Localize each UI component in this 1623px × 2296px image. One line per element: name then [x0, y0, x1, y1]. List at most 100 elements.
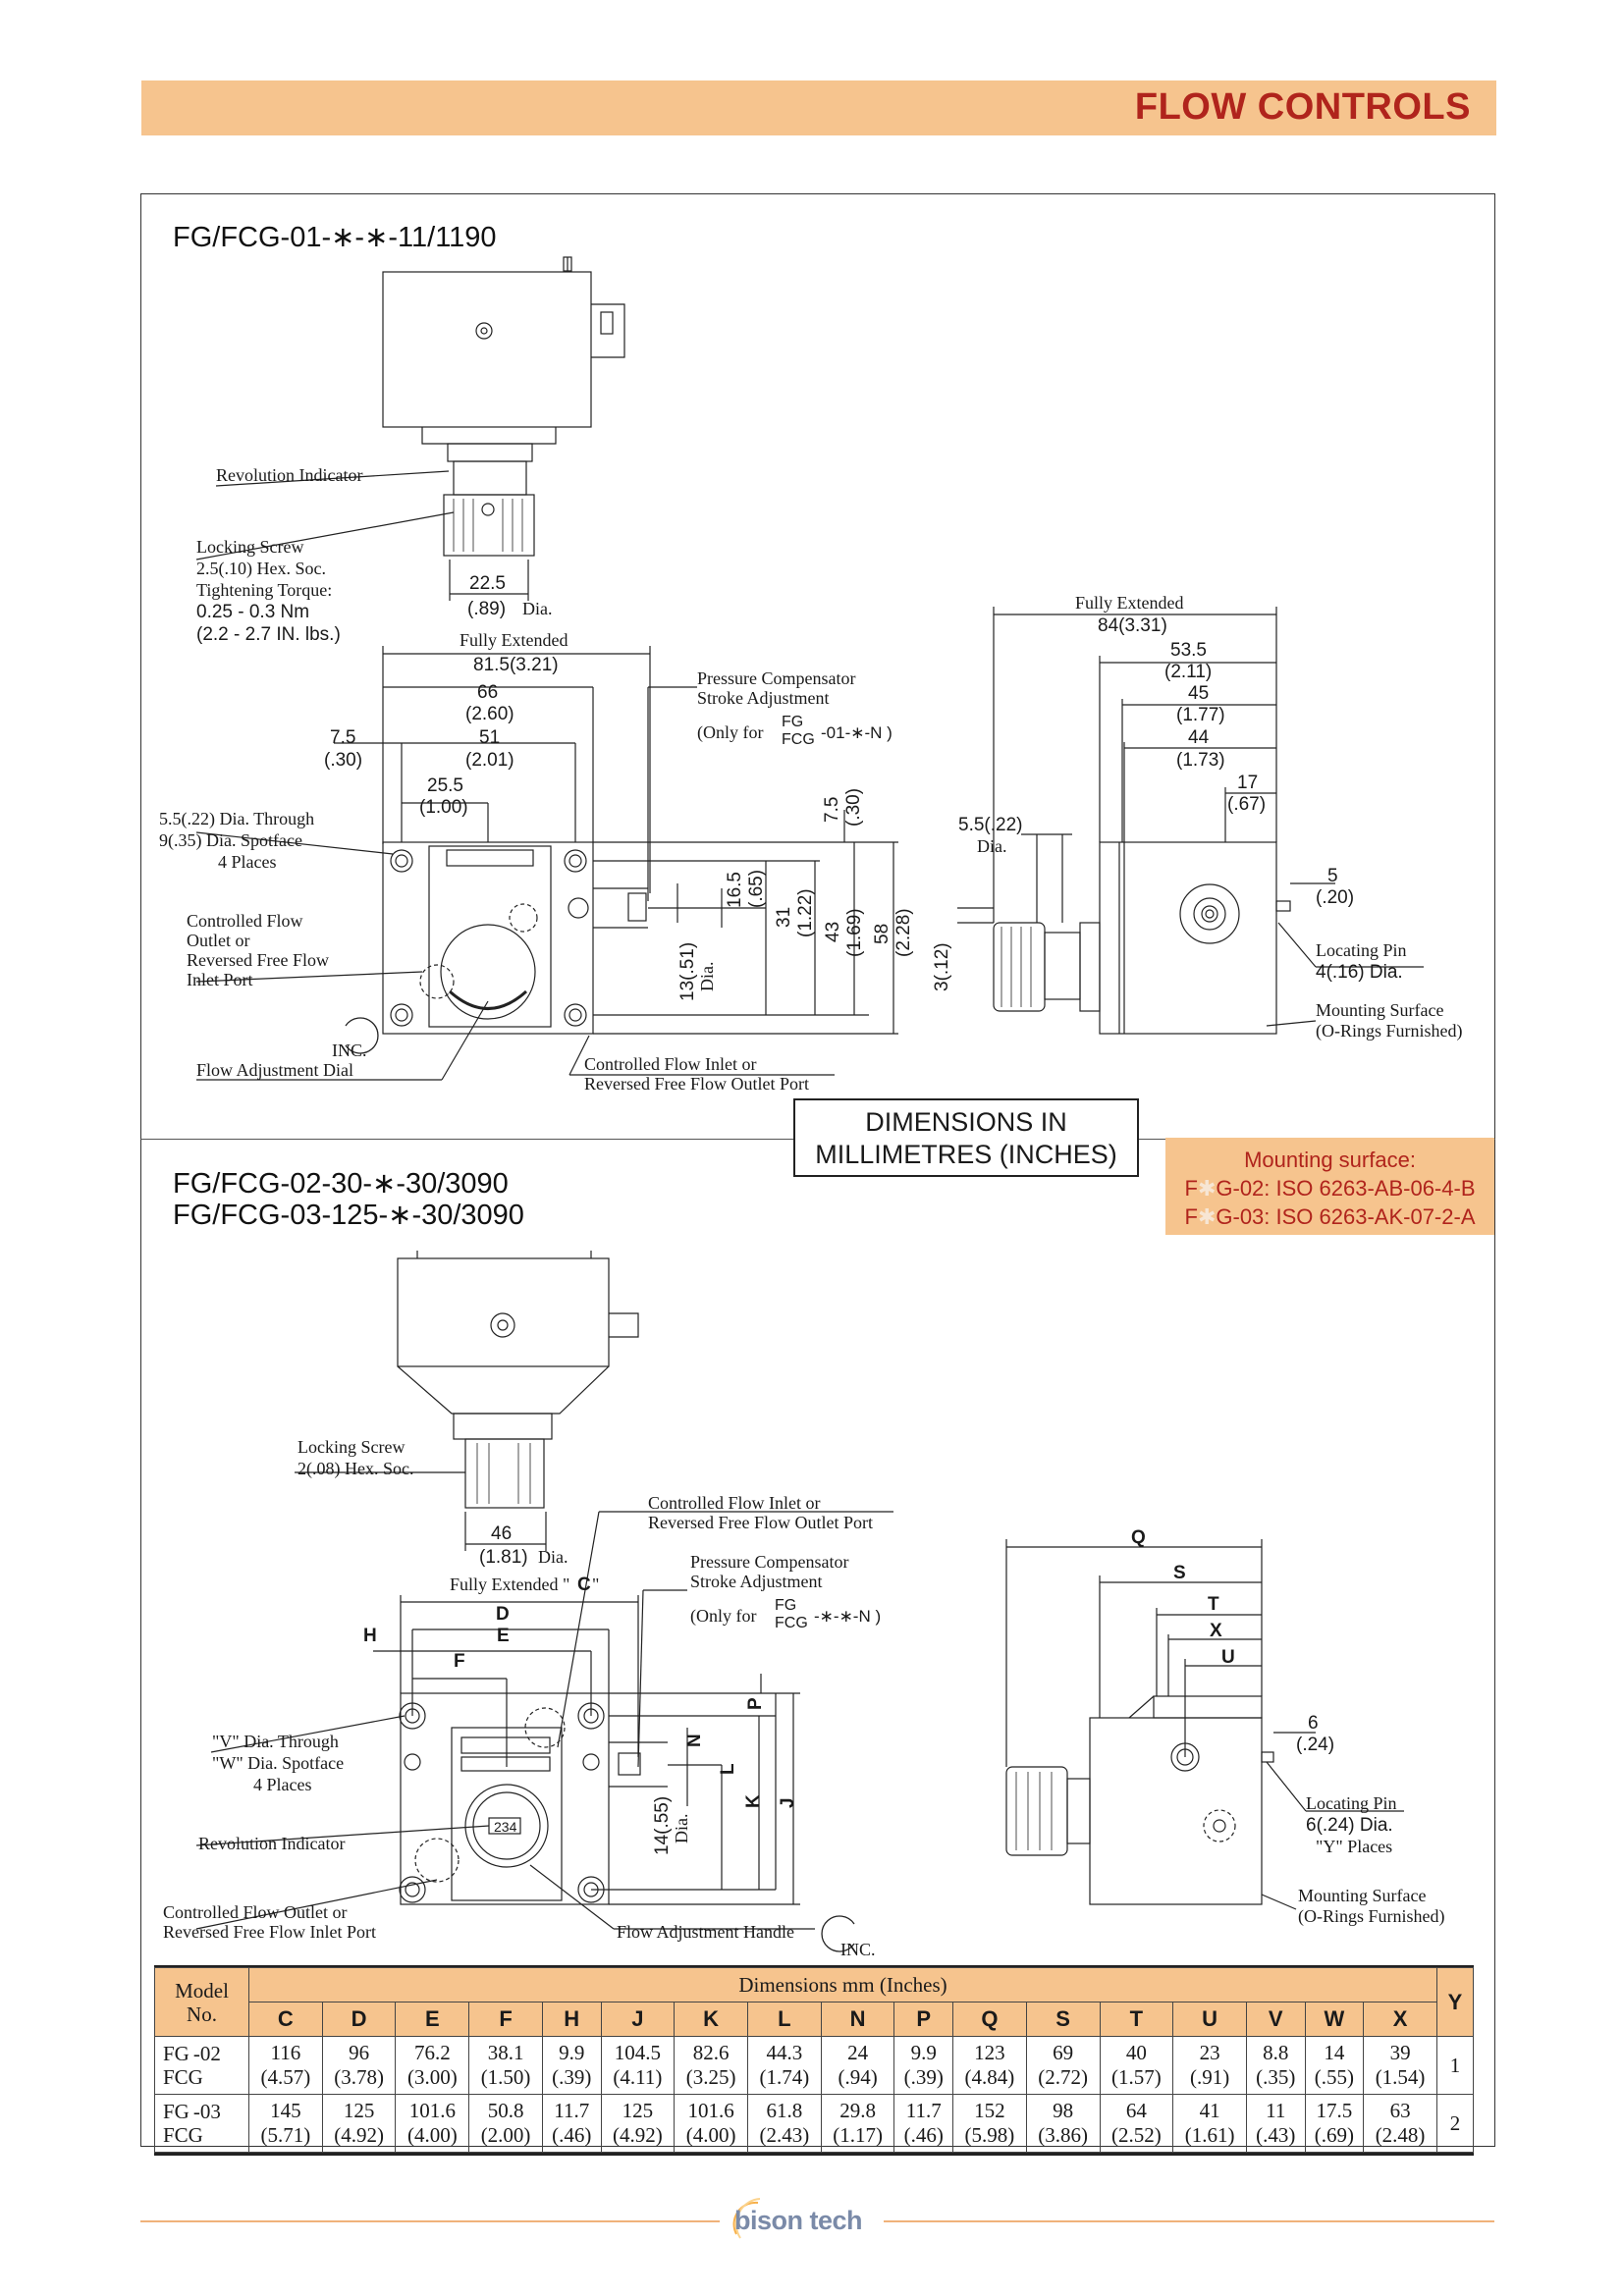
s2-orings: (O-Rings Furnished) — [1298, 1906, 1445, 1927]
s1-side-5-5: 5.5(.22) — [958, 815, 1022, 835]
s1-outlet-1: Controlled Flow — [187, 911, 303, 931]
s2-c: C — [577, 1575, 591, 1595]
table-bottom-rule — [154, 2153, 1474, 2156]
s2-fully-extended: Fully Extended " — [450, 1575, 569, 1594]
s1-pc-only: (Only for — [697, 722, 763, 743]
s1-inlet-2: Reversed Free Flow Outlet Port — [584, 1074, 809, 1094]
section2-model-2: FG/FCG-03-125-∗-30/3090 — [173, 1200, 524, 1231]
mounting-line-1-post: G-02: ISO 6263-AB-06-4-B — [1216, 1176, 1476, 1201]
cell-j: 125(4.92) — [600, 2094, 676, 2153]
s1-orings: (O-Rings Furnished) — [1316, 1021, 1463, 1041]
column-header-h: H — [541, 2002, 602, 2037]
s2-q: Q — [1131, 1527, 1146, 1548]
section1-model: FG/FCG-01-∗-∗-11/1190 — [173, 222, 497, 253]
section2-model-1: FG/FCG-02-30-∗-30/3090 — [173, 1168, 509, 1200]
s2-v-dia-1: "V" Dia. Through — [212, 1732, 339, 1751]
s1-knob-dia: 22.5 — [469, 573, 506, 594]
s1-v-13: 13(.51) — [677, 942, 698, 1001]
cell-t: 40(1.57) — [1099, 2036, 1174, 2095]
s1-side-44-in: (1.73) — [1176, 750, 1225, 771]
s1-pc-fg: FG — [782, 714, 803, 730]
cell-v: 11(.43) — [1245, 2094, 1306, 2153]
s1-v-58: 58 — [872, 924, 893, 944]
s2-pc-suffix: -∗-∗-N ) — [814, 1607, 881, 1626]
s1-label-torque: Tightening Torque: — [196, 580, 332, 600]
mounting-surface-box: Mounting surface: F✱G-02: ISO 6263-AB-06… — [1165, 1138, 1494, 1235]
s1-v-58-in: (2.28) — [893, 908, 914, 957]
mounting-line-1-pre: F — [1184, 1176, 1198, 1201]
cell-d: 96(3.78) — [321, 2036, 397, 2095]
s1-front-body — [382, 841, 594, 1035]
s1-label-locking-size: 2.5(.10) Hex. Soc. — [196, 559, 326, 579]
s2-t: T — [1208, 1594, 1219, 1615]
cell-u: 23(.91) — [1172, 2036, 1247, 2095]
cell-w: 14(.55) — [1304, 2036, 1365, 2095]
s1-side-17: 17 — [1237, 773, 1258, 793]
cell-v: 8.8(.35) — [1245, 2036, 1306, 2095]
s2-front-body — [400, 1692, 610, 1905]
s2-d6: 6 — [1308, 1713, 1319, 1734]
cell-f: 38.1(1.50) — [468, 2036, 543, 2095]
s1-dim-7-5: 7.5 — [330, 727, 355, 748]
column-header-u: U — [1172, 2002, 1247, 2037]
cell-c: 145(5.71) — [248, 2094, 323, 2153]
s1-v-43: 43 — [823, 922, 843, 942]
s1-side-body — [1099, 841, 1277, 1035]
column-header-n: N — [820, 2002, 895, 2037]
column-header-v: V — [1245, 2002, 1306, 2037]
s1-dim-7-5-in: (.30) — [324, 750, 362, 771]
dimensions-note-line1: DIMENSIONS IN — [865, 1107, 1067, 1137]
mounting-line-2: F✱G-03: ISO 6263-AK-07-2-A — [1165, 1202, 1494, 1231]
cell-h: 11.7(.46) — [541, 2094, 602, 2153]
s1-flow-dial: Flow Adjustment Dial — [196, 1060, 353, 1080]
s1-label-locking-screw: Locking Screw — [196, 537, 303, 557]
cell-n: 29.8(1.17) — [820, 2094, 895, 2153]
s1-v-31: 31 — [774, 907, 794, 928]
cell-w: 17.5(.69) — [1304, 2094, 1365, 2153]
s2-locating-pin: Locating Pin — [1306, 1793, 1397, 1813]
s1-dim-25-5-in: (1.00) — [419, 797, 468, 818]
s1-label-rev-indicator: Revolution Indicator — [216, 465, 362, 485]
s1-label-torque-lbs: (2.2 - 2.7 IN. lbs.) — [196, 624, 341, 645]
cell-x: 39(1.54) — [1363, 2036, 1437, 2095]
s2-rev-indicator: Revolution Indicator — [198, 1834, 345, 1853]
s2-pc-2: Stroke Adjustment — [690, 1572, 823, 1591]
s1-knob-dia-label: Dia. — [522, 599, 553, 618]
cell-k: 101.6(4.00) — [674, 2094, 748, 2153]
s2-inc: INC. — [840, 1940, 876, 1959]
s1-outlet-4: Inlet Port — [187, 970, 253, 989]
s2-side-body — [1089, 1717, 1263, 1905]
s2-outlet-2: Reversed Free Flow Inlet Port — [163, 1922, 376, 1942]
s1-inc: INC. — [332, 1041, 367, 1060]
s1-pc-1: Pressure Compensator — [697, 668, 855, 688]
s1-top-body — [382, 271, 592, 428]
s2-d6-in: (.24) — [1296, 1735, 1334, 1755]
column-header-p: P — [893, 2002, 954, 2037]
footer-logo: bison tech — [734, 2206, 863, 2235]
s1-side-17-in: (.67) — [1227, 794, 1266, 815]
s1-side-full-ext: Fully Extended — [1075, 593, 1184, 613]
mounting-title: Mounting surface: — [1244, 1148, 1416, 1172]
s1-side-84: 84(3.31) — [1098, 615, 1167, 636]
s2-flow-handle: Flow Adjustment Handle — [617, 1922, 794, 1942]
s1-outlet-3: Reversed Free Flow — [187, 950, 329, 970]
s2-pc-1: Pressure Compensator — [690, 1552, 848, 1572]
cell-q: 123(4.84) — [952, 2036, 1027, 2095]
s2-v-14-dia: Dia. — [672, 1814, 691, 1844]
s1-v-16-5: 16.5 — [725, 872, 745, 908]
s2-mounting-surface: Mounting Surface — [1298, 1886, 1426, 1905]
s2-pc-fg: FG — [775, 1597, 796, 1614]
cell-p: 11.7(.46) — [893, 2094, 954, 2153]
column-header-l: L — [746, 2002, 822, 2037]
table-header-row: Model No. Dimensions mm (Inches) Y — [154, 1967, 1474, 2037]
s1-v-43-in: (1.69) — [844, 908, 865, 957]
s1-pc-suffix: -01-∗-N ) — [821, 723, 893, 742]
model-header-line2: No. — [187, 2002, 217, 2026]
s1-pc-2: Stroke Adjustment — [697, 688, 830, 708]
s1-dim-66-in: (2.60) — [465, 704, 514, 724]
